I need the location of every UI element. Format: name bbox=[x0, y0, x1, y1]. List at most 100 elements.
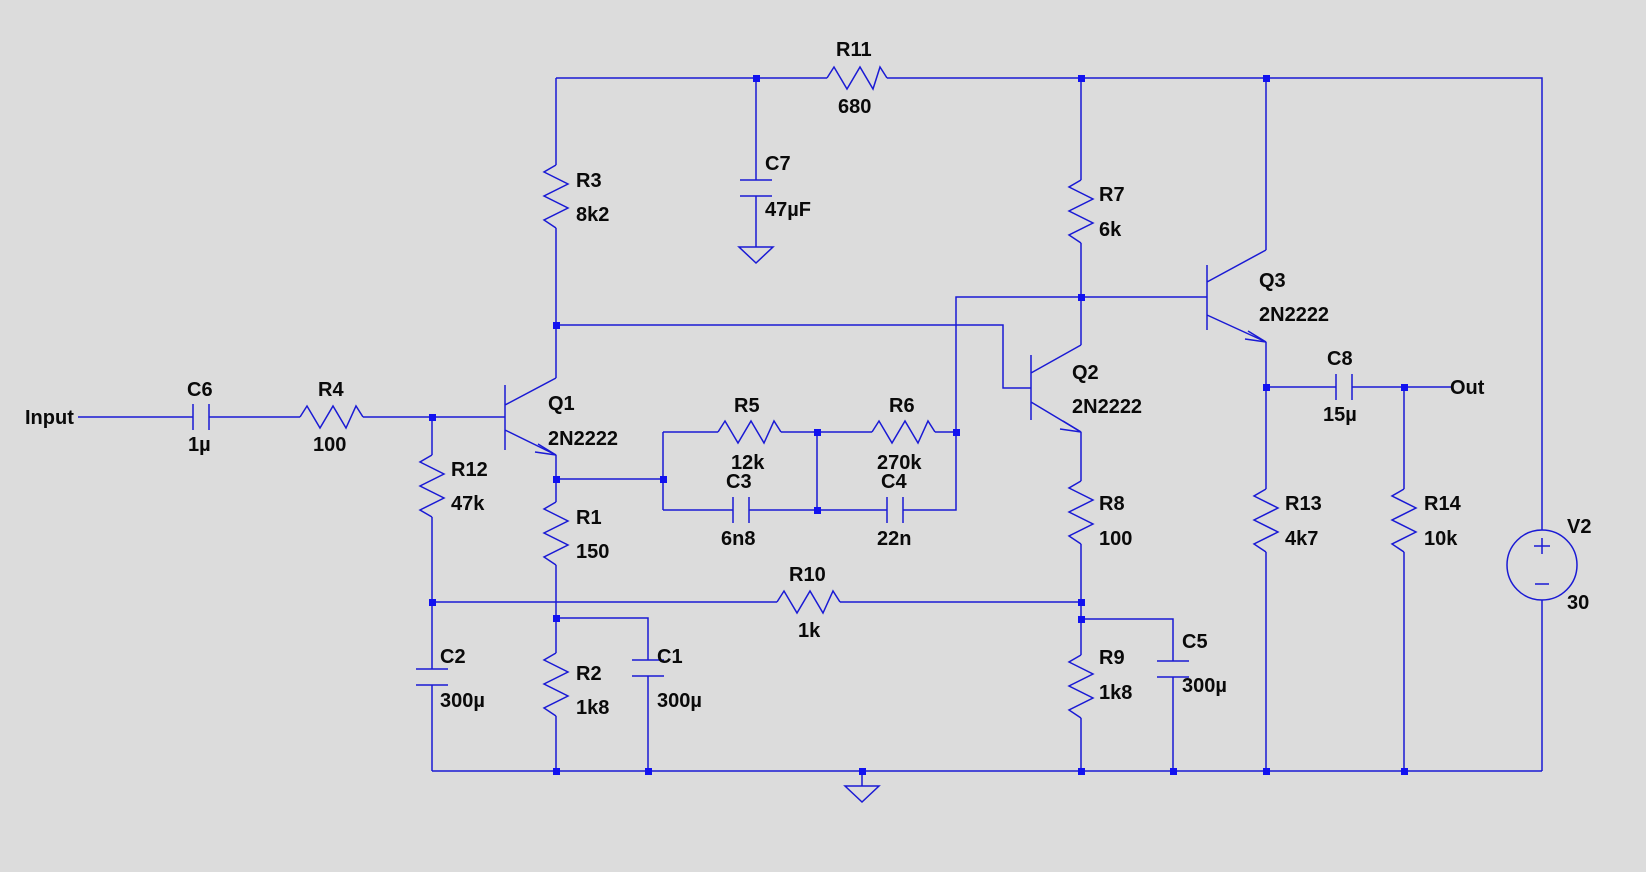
wires bbox=[78, 77, 1543, 786]
wire-q3-emitter bbox=[1265, 342, 1451, 771]
ground-symbol-main bbox=[843, 785, 881, 804]
r7-name: R7 bbox=[1099, 184, 1125, 206]
capacitor-c4 bbox=[886, 497, 904, 523]
wire-c1 bbox=[556, 617, 649, 771]
junction-dot bbox=[859, 768, 866, 775]
transistor-q1 bbox=[504, 377, 557, 456]
input-port-label: Input bbox=[25, 407, 74, 429]
r9-name: R9 bbox=[1099, 647, 1125, 669]
c3-name: C3 bbox=[726, 471, 752, 493]
transistor-q2 bbox=[1030, 344, 1082, 433]
r6-name: R6 bbox=[889, 395, 915, 417]
r7-value: 6k bbox=[1099, 219, 1122, 241]
capacitor-c3 bbox=[732, 497, 750, 523]
q3-name: Q3 bbox=[1259, 270, 1286, 292]
junction-dot bbox=[1263, 75, 1270, 82]
r2-value: 1k8 bbox=[576, 697, 609, 719]
resistor-r12 bbox=[418, 454, 446, 518]
r9-value: 1k8 bbox=[1099, 682, 1132, 704]
c5-name: C5 bbox=[1182, 631, 1208, 653]
resistor-r9 bbox=[1067, 654, 1095, 719]
junction-dot bbox=[645, 768, 652, 775]
c1-value: 300µ bbox=[657, 690, 702, 712]
junction-dot bbox=[660, 476, 667, 483]
junction-dot bbox=[553, 615, 560, 622]
capacitor-c2 bbox=[416, 668, 448, 686]
c6-name: C6 bbox=[187, 379, 213, 401]
transistor-q3 bbox=[1206, 249, 1267, 343]
c1-name: C1 bbox=[657, 646, 683, 668]
junction-dots bbox=[429, 75, 1408, 775]
wire-ground-rail bbox=[432, 770, 1542, 786]
resistor-r10 bbox=[776, 589, 841, 615]
r3-value: 8k2 bbox=[576, 204, 609, 226]
c5-value: 300µ bbox=[1182, 675, 1227, 697]
r12-value: 47k bbox=[451, 493, 485, 515]
r10-name: R10 bbox=[789, 564, 826, 586]
r1-name: R1 bbox=[576, 507, 602, 529]
q2-value: 2N2222 bbox=[1072, 396, 1142, 418]
junction-dot bbox=[1078, 616, 1085, 623]
c7-name: C7 bbox=[765, 153, 791, 175]
junction-dot bbox=[1078, 294, 1085, 301]
r8-name: R8 bbox=[1099, 493, 1125, 515]
c2-value: 300µ bbox=[440, 690, 485, 712]
capacitor-c1 bbox=[632, 659, 664, 677]
junction-dot bbox=[1263, 768, 1270, 775]
c7-value: 47µF bbox=[765, 199, 811, 221]
junction-dot bbox=[814, 507, 821, 514]
resistor-r11 bbox=[826, 65, 888, 91]
resistor-r4 bbox=[299, 404, 364, 430]
labels: Input Out C6 1µ R4 100 R12 47k C2 300µ Q… bbox=[25, 39, 1591, 719]
c8-name: C8 bbox=[1327, 348, 1353, 370]
r13-name: R13 bbox=[1285, 493, 1322, 515]
resistor-r2 bbox=[542, 652, 570, 717]
junction-dot bbox=[429, 599, 436, 606]
junction-dot bbox=[1263, 384, 1270, 391]
r14-value: 10k bbox=[1424, 528, 1458, 550]
r6-value: 270k bbox=[877, 452, 922, 474]
r11-value: 680 bbox=[838, 96, 871, 118]
junction-dot bbox=[1401, 768, 1408, 775]
r14-name: R14 bbox=[1424, 493, 1462, 515]
v2-value: 30 bbox=[1567, 592, 1589, 614]
c3-value: 6n8 bbox=[721, 528, 755, 550]
resistor-r14 bbox=[1390, 488, 1418, 553]
r10-value: 1k bbox=[798, 620, 821, 642]
capacitor-c8 bbox=[1335, 374, 1353, 400]
r4-name: R4 bbox=[318, 379, 344, 401]
q2-name: Q2 bbox=[1072, 362, 1099, 384]
capacitor-c5 bbox=[1157, 660, 1189, 678]
output-port-label: Out bbox=[1450, 377, 1485, 399]
q1-name: Q1 bbox=[548, 393, 575, 415]
r3-name: R3 bbox=[576, 170, 602, 192]
voltage-source-v2 bbox=[1506, 529, 1578, 601]
c4-value: 22n bbox=[877, 528, 911, 550]
junction-dot bbox=[1401, 384, 1408, 391]
v2-name: V2 bbox=[1567, 516, 1591, 538]
r2-name: R2 bbox=[576, 663, 602, 685]
capacitor-c6 bbox=[192, 404, 210, 430]
c4-name: C4 bbox=[881, 471, 907, 493]
junction-dot bbox=[553, 476, 560, 483]
resistor-r3 bbox=[542, 164, 570, 229]
junction-dot bbox=[753, 75, 760, 82]
resistor-r8 bbox=[1067, 480, 1095, 545]
r1-value: 150 bbox=[576, 541, 609, 563]
junction-dot bbox=[953, 429, 960, 436]
c6-value: 1µ bbox=[188, 434, 211, 456]
junction-dot bbox=[553, 322, 560, 329]
resistor-r6 bbox=[871, 419, 936, 445]
wire-top-rail bbox=[556, 77, 1543, 771]
q3-value: 2N2222 bbox=[1259, 304, 1329, 326]
wire-q1-to-q2 bbox=[556, 324, 1031, 389]
r5-name: R5 bbox=[734, 395, 760, 417]
r8-value: 100 bbox=[1099, 528, 1132, 550]
r4-value: 100 bbox=[313, 434, 346, 456]
junction-dot bbox=[814, 429, 821, 436]
r5-value: 12k bbox=[731, 452, 765, 474]
wire-c5 bbox=[1081, 618, 1174, 771]
capacitor-c7 bbox=[740, 179, 772, 197]
c8-value: 15µ bbox=[1323, 404, 1357, 426]
